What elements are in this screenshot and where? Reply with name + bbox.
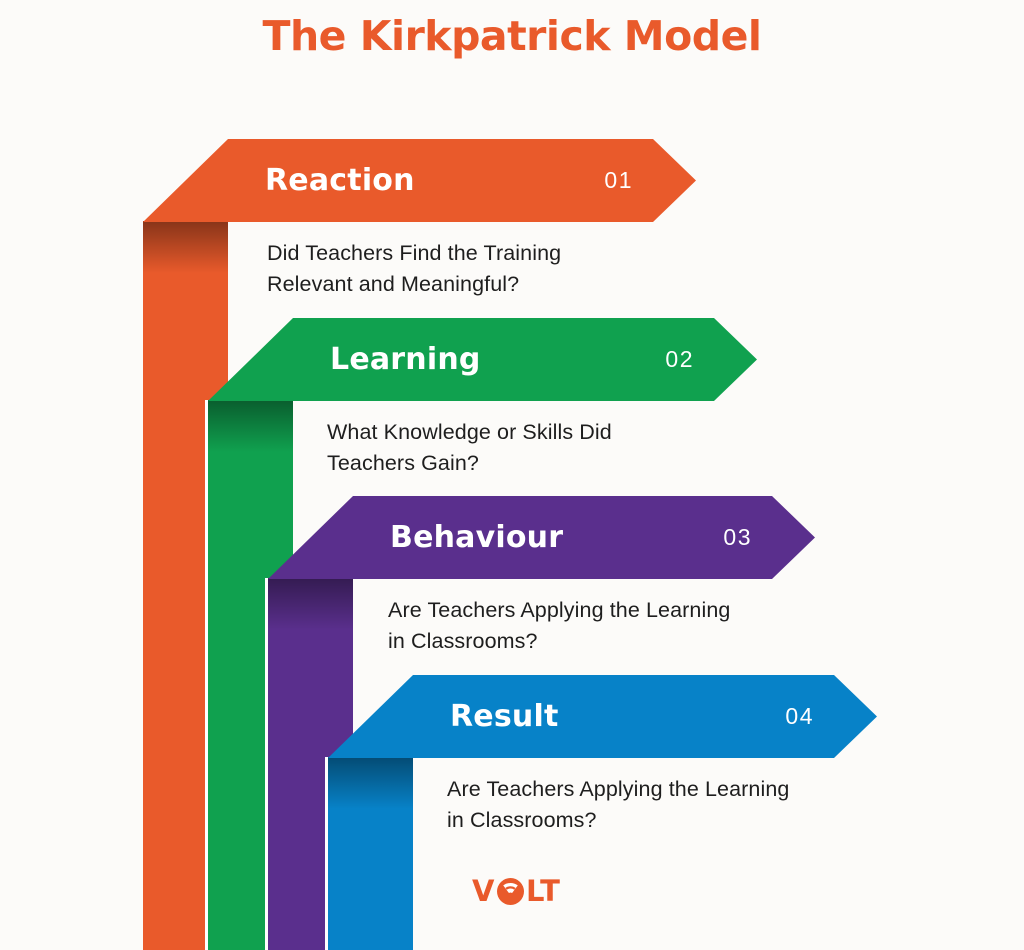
reaction-description: Did Teachers Find the Training Relevant … (267, 238, 561, 300)
result-label: Result (450, 699, 559, 734)
description-line: Relevant and Meaningful? (267, 272, 520, 296)
learning-label: Learning (330, 342, 481, 377)
behaviour-number: 03 (723, 524, 752, 550)
learning-banner-arrow: Learning 02 (208, 318, 757, 401)
result-number: 04 (785, 703, 814, 729)
logo-letter-v: V (472, 874, 495, 908)
behaviour-description: Are Teachers Applying the Learning in Cl… (388, 595, 730, 657)
learning-number: 02 (665, 346, 694, 372)
behaviour-label: Behaviour (390, 520, 564, 555)
page-title: The Kirkpatrick Model (262, 12, 762, 60)
behaviour-banner-arrow: Behaviour 03 (268, 496, 815, 579)
description-line: Are Teachers Applying the Learning (388, 598, 731, 622)
reaction-label: Reaction (265, 163, 415, 198)
volt-logo: V LT (472, 874, 560, 908)
logo-letters-lt: LT (525, 874, 561, 908)
description-line: Teachers Gain? (327, 451, 479, 475)
description-line: What Knowledge or Skills Did (327, 420, 612, 444)
description-line: in Classrooms? (388, 629, 538, 653)
description-line: in Classrooms? (447, 808, 597, 832)
result-banner-arrow: Result 04 (328, 675, 877, 758)
wifi-icon (496, 877, 524, 905)
description-line: Did Teachers Find the Training (267, 241, 562, 265)
description-line: Are Teachers Applying the Learning (447, 777, 790, 801)
learning-description: What Knowledge or Skills Did Teachers Ga… (327, 417, 612, 479)
result-description: Are Teachers Applying the Learning in Cl… (447, 774, 789, 836)
result-ribbon (328, 757, 413, 950)
reaction-banner-arrow: Reaction 01 (143, 139, 696, 222)
reaction-number: 01 (604, 167, 633, 193)
